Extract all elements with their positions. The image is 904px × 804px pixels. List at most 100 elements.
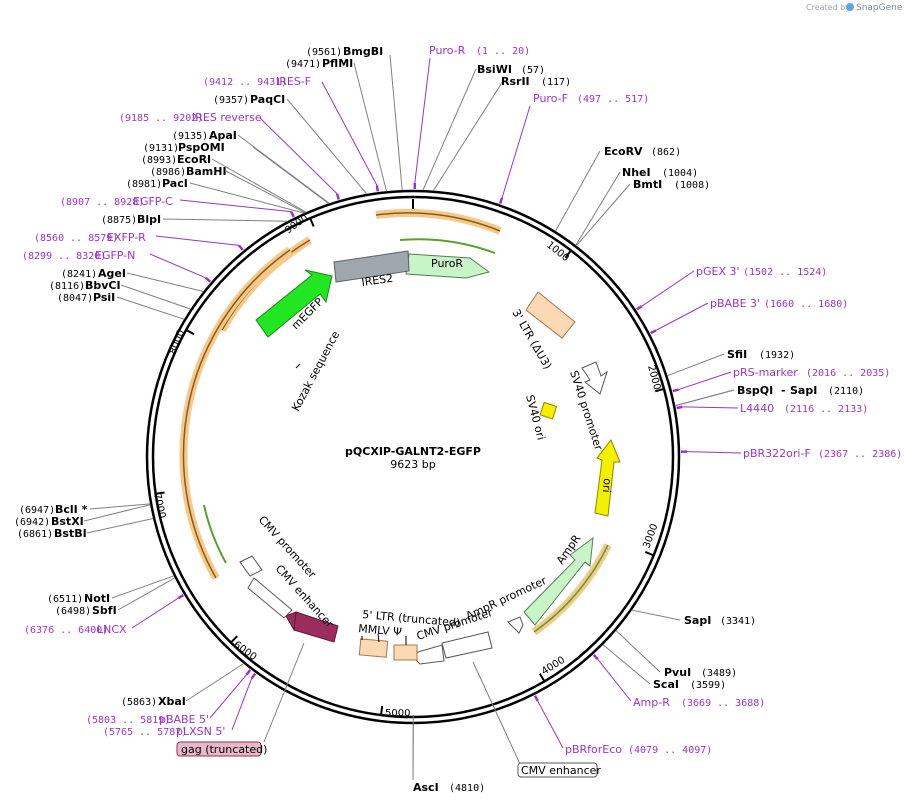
- primer-name-pbrforeco: pBRforEco: [565, 743, 622, 756]
- enzyme-name-pflmi: PflMI: [322, 57, 353, 70]
- primer-name-ires-reverse: IRES reverse: [192, 111, 262, 124]
- primer-mark-pgex-3: [636, 305, 643, 311]
- primer-name-pbr322ori-f: pBR322ori-F: [743, 447, 811, 460]
- enzyme-name-paci: PacI: [162, 177, 188, 190]
- primer-mark-egfp-n: [204, 276, 212, 283]
- enzyme-name-bcli: BclI *: [55, 503, 88, 516]
- tick-mark-1000: [564, 250, 572, 259]
- enzyme-pos-pflmi: (9471): [285, 59, 321, 70]
- enzyme-pos-agei: (8241): [61, 269, 97, 280]
- primer-mark-amp-r: [592, 654, 599, 661]
- orf-highlights: [179, 208, 612, 636]
- enzyme-name-sbfi: SbfI: [92, 604, 117, 617]
- enzyme-leader-blpi: [162, 218, 288, 222]
- primer-leader-egfp-c: [179, 199, 292, 213]
- primer-leader-l4440: [682, 406, 739, 409]
- tick-mark-6000: [230, 635, 238, 643]
- enzyme-name-rsrii: RsrII: [501, 75, 530, 88]
- enzyme-name-blpi: BlpI: [137, 213, 161, 226]
- primer-name-lncx: LNCX: [97, 623, 127, 636]
- enzyme-name-bsiwi: BsiWI: [477, 63, 512, 76]
- enzyme-leader-pspomi: [252, 146, 329, 205]
- ltr5-box-a: [358, 638, 389, 658]
- tick-label-8000: 8000: [168, 328, 188, 356]
- credit-brand: SnapGene: [856, 3, 903, 13]
- enzyme-pos-bbvci: (8116): [49, 281, 85, 292]
- enzyme-pos-bstxi: (6942): [14, 517, 50, 528]
- enzyme-name-bstbi: BstBI: [54, 527, 87, 540]
- primer-range-ires-reverse: (9185 .. 9202): [119, 113, 203, 124]
- enzyme-pos-bstbi: (6861): [17, 529, 53, 540]
- primer-range-puro-r: (1 .. 20): [476, 46, 530, 57]
- enzyme-leader-nhei: [575, 171, 621, 246]
- tick-mark-4000: [538, 673, 545, 681]
- enzyme-leader-sbfi: [117, 577, 176, 611]
- enzyme-name-noti: NotI: [84, 592, 110, 605]
- orf-amp-line: [533, 544, 609, 633]
- enzyme-leader-xbai: [185, 663, 245, 702]
- primer-mark-lncx: [177, 594, 184, 600]
- primer-range-pgex3: (1502 .. 1524): [743, 267, 827, 278]
- primer-leader-ires-f: [321, 81, 378, 186]
- orf-galnt2-line: [182, 249, 291, 579]
- enzyme-pos-pspomi: (9131): [143, 143, 179, 154]
- features: PuroR IRES2 mEGFP Kozak sequence 3' LTR …: [239, 250, 621, 665]
- ori-arrow: [594, 439, 621, 517]
- enzyme-name-bmti: BmtI: [633, 178, 662, 191]
- orf-puro-green: [399, 238, 496, 254]
- primer-name-pbabe5: pBABE 5': [159, 713, 209, 726]
- primer-mark-egfp-c: [290, 211, 295, 218]
- enzyme-pos-rsrii: (117): [541, 77, 571, 88]
- primer-mark-l4440: [676, 405, 683, 410]
- enzyme-name-apai: ApaI: [209, 129, 237, 142]
- enzyme-name-nhei: NheI: [622, 166, 651, 179]
- enzyme-pos-bmgbi: (9561): [306, 47, 342, 58]
- primer-leader-amp-r: [597, 659, 632, 702]
- primer-range-lncx: (6376 .. 6400): [24, 625, 108, 636]
- primer-name-puro-r: Puro-R: [429, 44, 466, 57]
- tick-mark-7000: [156, 491, 165, 495]
- enzyme-leader-bmti: [575, 183, 631, 247]
- primer-leader-puro-r: [414, 57, 431, 184]
- enzyme-leader-scai: [602, 644, 651, 685]
- enzyme-pos-bsiwi: (57): [521, 65, 545, 76]
- primer-range-pbabe3: (1660 .. 1680): [764, 299, 848, 310]
- enzyme-pos-psii: (8047): [57, 293, 93, 304]
- enzyme-leader-psii: [116, 296, 185, 320]
- cmv-enhancer-box-left: [247, 577, 293, 619]
- ltr5-box-b: [393, 644, 418, 661]
- enzyme-pos-scai: (3599): [690, 680, 726, 691]
- primer-mark-pbabe-5: [245, 669, 252, 676]
- enzyme-name-bstxi: BstXI: [51, 515, 84, 528]
- enzyme-pos-sbfi: (6498): [55, 606, 91, 617]
- primer-name-l4440: L4440: [740, 402, 774, 415]
- tick-mark-8000: [186, 329, 195, 336]
- primer-range-pbrforeco: (4079 .. 4097): [628, 745, 712, 756]
- primer-mark-prs-marker: [672, 388, 679, 393]
- enzyme-name-sfii: SfiI: [727, 348, 747, 361]
- megfp-arrow: [255, 269, 333, 338]
- enzyme-leader-paci: [189, 182, 305, 214]
- tick-label-7000: 7000: [151, 492, 167, 519]
- primer-mark-layer: [131, 57, 742, 749]
- primer-leader-prs-marker: [678, 371, 732, 391]
- enzyme-leader-paqci: [286, 98, 368, 195]
- primer-mark-puro-f: [498, 197, 504, 204]
- enzyme-pos-asci: (4810): [449, 783, 485, 794]
- gag-truncated-box: gag (truncated): [176, 741, 267, 757]
- credit-prefix: Created by: [806, 3, 850, 12]
- enzyme-leader-bstbi: [86, 518, 154, 534]
- primer-leader-puro-f: [501, 105, 531, 199]
- enzyme-leader-bmgbi: [389, 54, 403, 191]
- primer-range-pbr322ori-f: (2367 .. 2386): [818, 449, 902, 460]
- enzyme-pos-nhei: (1004): [662, 168, 698, 179]
- tick-label-4000: 4000: [540, 655, 567, 678]
- orf-amp-highlight: [531, 543, 612, 636]
- enzyme-name-bspqi: BspQI: [737, 384, 773, 397]
- primer-labels: Puro-R (1 .. 20) Puro-F (497 .. 517) (94…: [22, 44, 902, 756]
- primer-name-plxsn5: pLXSN 5': [176, 725, 225, 738]
- primer-name-ires-f: IRES-F: [276, 75, 311, 88]
- enzyme-name-psii: PsiI: [93, 291, 115, 304]
- enzyme-pos-fspi: (3341): [720, 616, 756, 627]
